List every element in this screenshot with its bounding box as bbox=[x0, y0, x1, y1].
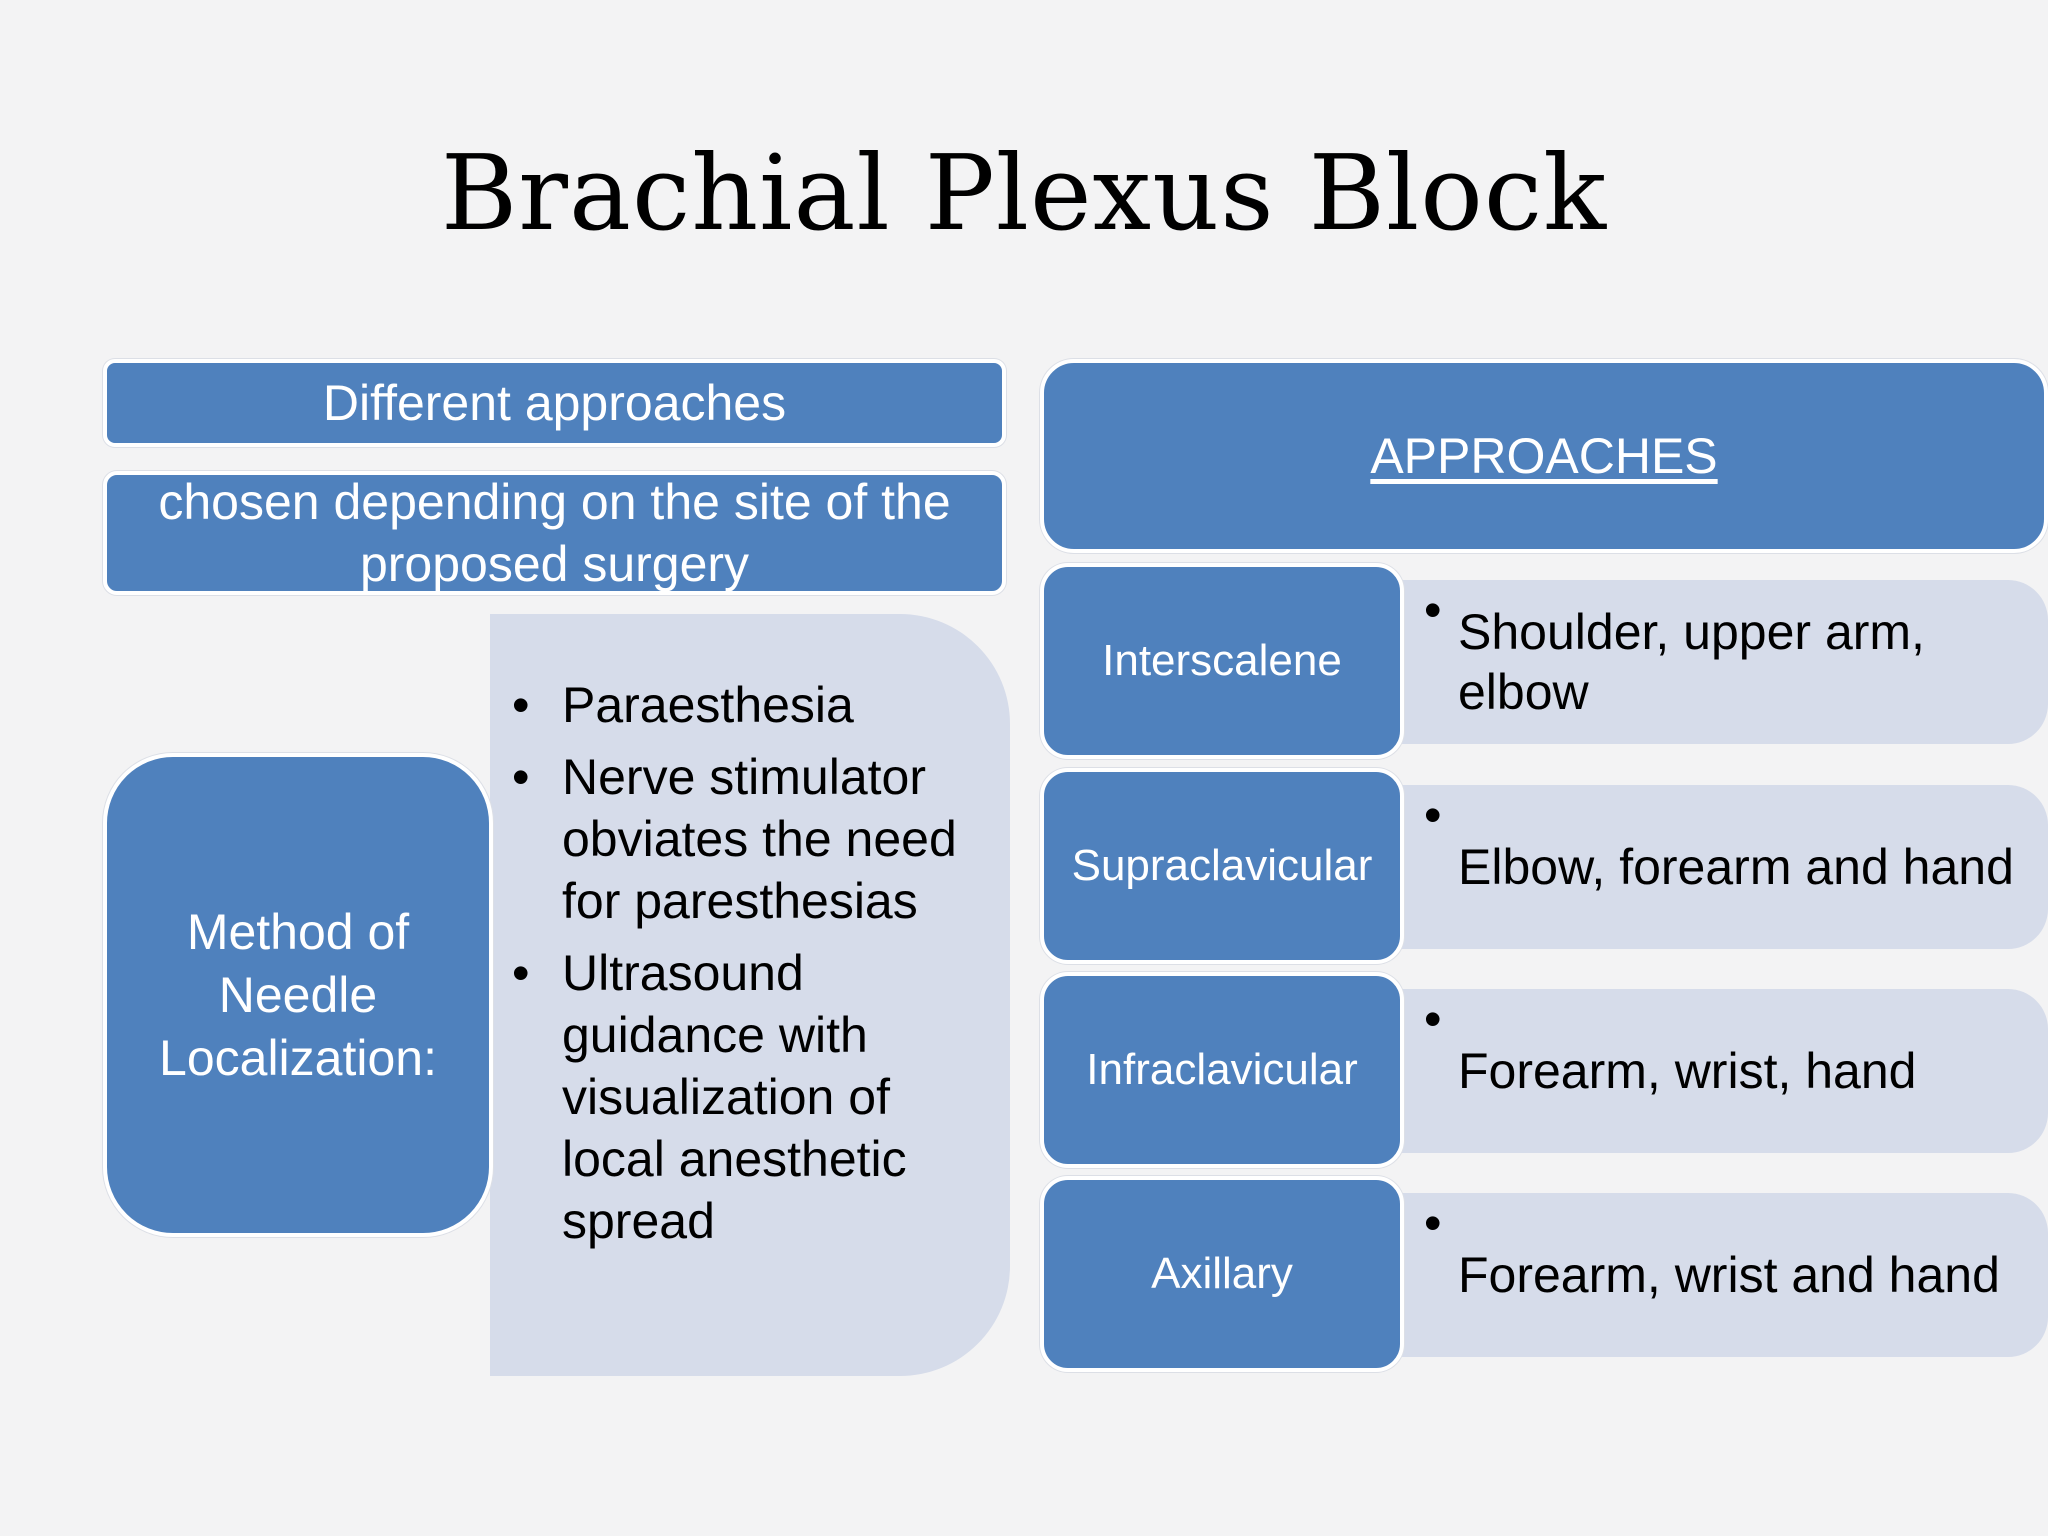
approach-supraclavicular: Supraclavicular bbox=[1040, 768, 1404, 964]
bullet-icon: • bbox=[1424, 991, 1442, 1047]
bullet-icon: • bbox=[512, 749, 530, 805]
site-of-surgery-subheader: chosen depending on the site of the prop… bbox=[103, 471, 1006, 595]
list-item: • Ultrasound guidance with visualization… bbox=[512, 942, 980, 1252]
bullet-icon: • bbox=[512, 677, 530, 733]
approach-sites-supraclavicular: • Elbow, forearm and hand bbox=[1390, 785, 2048, 949]
approach-interscalene: Interscalene bbox=[1040, 563, 1404, 759]
different-approaches-header: Different approaches bbox=[103, 359, 1006, 447]
bullet-icon: • bbox=[1424, 582, 1442, 638]
approach-sites-text: Shoulder, upper arm, elbow bbox=[1458, 604, 1925, 720]
approach-sites-axillary: • Forearm, wrist and hand bbox=[1390, 1193, 2048, 1357]
approaches-header-text: APPROACHES bbox=[1370, 428, 1718, 484]
approach-sites-text: Forearm, wrist, hand bbox=[1458, 1043, 1917, 1099]
approach-sites-text: Elbow, forearm and hand bbox=[1458, 839, 2014, 895]
method-text: Paraesthesia bbox=[562, 677, 854, 733]
approach-sites-interscalene: • Shoulder, upper arm, elbow bbox=[1390, 580, 2048, 744]
needle-localization-label: Method of Needle Localization: bbox=[103, 753, 493, 1237]
approaches-header: APPROACHES bbox=[1040, 359, 2048, 553]
bullet-icon: • bbox=[1424, 787, 1442, 843]
method-text: Ultrasound guidance with visualization o… bbox=[562, 945, 907, 1249]
bullet-icon: • bbox=[1424, 1195, 1442, 1251]
localization-methods-list: • Paraesthesia • Nerve stimulator obviat… bbox=[490, 674, 980, 1252]
approach-axillary: Axillary bbox=[1040, 1176, 1404, 1372]
approach-sites-text: Forearm, wrist and hand bbox=[1458, 1247, 2000, 1303]
list-item: • Paraesthesia bbox=[512, 674, 980, 736]
localization-methods-panel: • Paraesthesia • Nerve stimulator obviat… bbox=[490, 614, 1010, 1376]
approach-infraclavicular: Infraclavicular bbox=[1040, 972, 1404, 1168]
bullet-icon: • bbox=[512, 945, 530, 1001]
approach-sites-infraclavicular: • Forearm, wrist, hand bbox=[1390, 989, 2048, 1153]
list-item: • Nerve stimulator obviates the need for… bbox=[512, 746, 980, 932]
slide-title: Brachial Plexus Block bbox=[440, 132, 1608, 254]
method-text: Nerve stimulator obviates the need for p… bbox=[562, 749, 957, 929]
